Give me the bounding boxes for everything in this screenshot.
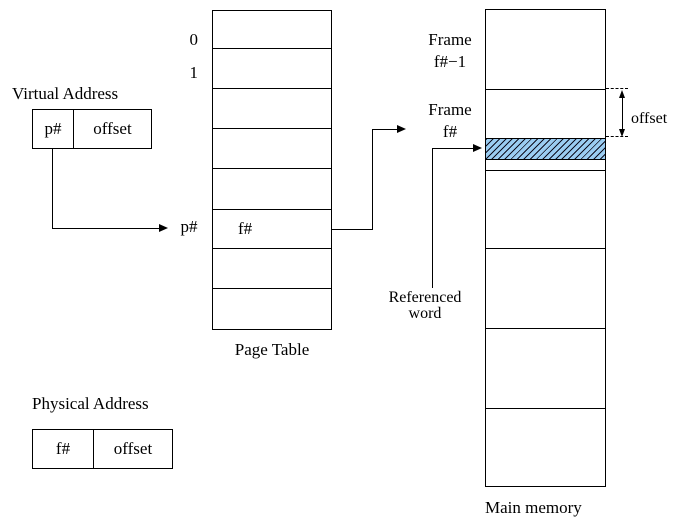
page-table-divider	[213, 248, 331, 249]
virtual-address-offset-cell: offset	[93, 119, 132, 138]
frame-target-label: Frame f#	[410, 99, 490, 143]
virtual-address-box: p# offset	[32, 109, 152, 149]
referenced-arrow-line-vertical	[432, 148, 433, 288]
physical-address-title: Physical Address	[32, 394, 149, 413]
page-table-divider	[213, 88, 331, 89]
frame-above-line2: f#−1	[433, 52, 467, 71]
memory-frame-divider	[486, 408, 605, 409]
page-table-divider	[213, 48, 331, 49]
frame-above-label: Frame f#−1	[410, 29, 490, 73]
physical-address-offset-cell: offset	[113, 439, 153, 458]
frame-target-line2: f#	[442, 122, 458, 141]
page-table-index-1: 1	[189, 63, 199, 82]
va-arrowhead-icon	[159, 224, 168, 232]
va-arrow-line-horizontal	[52, 228, 159, 229]
virtual-address-title: Virtual Address	[12, 84, 119, 103]
frame-above-line1: Frame	[428, 30, 472, 49]
va-arrow-line-vertical	[52, 149, 53, 228]
referenced-word-line1: Referenced	[388, 289, 462, 306]
offset-dash-top	[606, 88, 628, 89]
page-table-index-0: 0	[189, 30, 199, 49]
physical-address-box: f# offset	[32, 429, 173, 469]
pt-arrow-line-vertical	[372, 129, 373, 230]
offset-arrow-line	[622, 96, 623, 131]
offset-arrowhead-up-icon	[619, 90, 625, 98]
memory-frame-divider	[486, 328, 605, 329]
page-table-caption: Page Table	[234, 340, 310, 359]
referenced-arrow-line-horizontal	[432, 148, 474, 149]
page-table-divider	[213, 128, 331, 129]
memory-frame-divider	[486, 248, 605, 249]
pt-arrowhead-icon	[397, 125, 406, 133]
referenced-word-line2: word	[408, 305, 442, 322]
virtual-address-page-cell: p#	[33, 110, 74, 148]
page-table-entry-value: f#	[238, 219, 253, 238]
page-table-lookup-label: p#	[180, 217, 198, 236]
frame-target-line1: Frame	[428, 100, 472, 119]
memory-frame-divider	[486, 170, 605, 171]
page-table	[212, 10, 332, 330]
offset-arrowhead-down-icon	[619, 129, 625, 137]
referenced-word-band	[486, 138, 605, 160]
offset-extent-label: offset	[631, 110, 668, 127]
offset-dash-bottom	[606, 136, 628, 137]
page-table-divider	[213, 209, 331, 210]
physical-address-frame-cell: f#	[33, 430, 94, 468]
referenced-arrowhead-icon	[473, 144, 482, 152]
page-table-divider	[213, 168, 331, 169]
referenced-word-label: Referenced word	[380, 290, 470, 322]
main-memory-caption: Main memory	[485, 498, 582, 517]
pt-arrow-line-bottom	[332, 229, 373, 230]
memory-frame-divider	[486, 89, 605, 90]
pt-arrow-line-top	[372, 129, 398, 130]
page-table-divider	[213, 288, 331, 289]
